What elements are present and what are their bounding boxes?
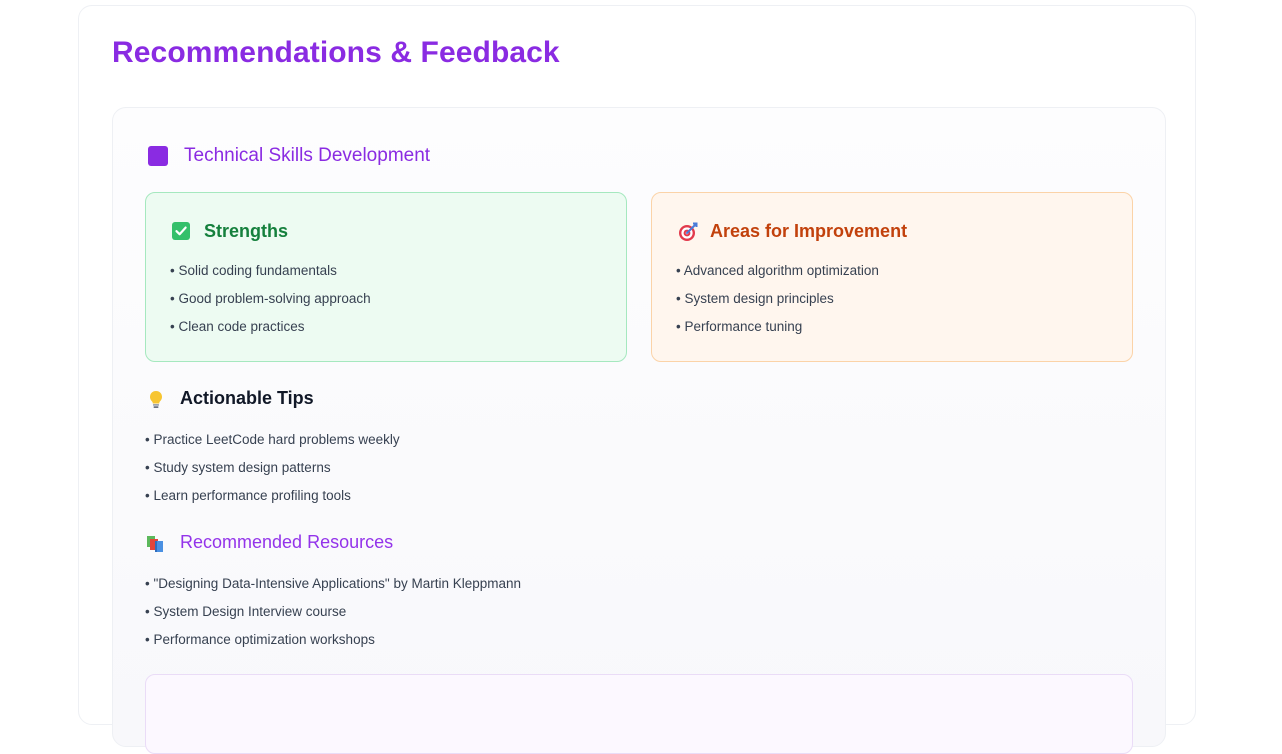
list-item: "Designing Data-Intensive Applications" …	[145, 570, 521, 598]
list-item: Advanced algorithm optimization	[676, 257, 879, 285]
resources-list: "Designing Data-Intensive Applications" …	[145, 570, 521, 654]
tips-title: Actionable Tips	[180, 388, 314, 408]
strengths-list: Solid coding fundamentals Good problem-s…	[170, 257, 371, 341]
improvement-title: Areas for Improvement	[710, 221, 908, 241]
strengths-header: Strengths	[172, 221, 288, 242]
tips-header: Actionable Tips	[146, 388, 314, 409]
strengths-title: Strengths	[204, 221, 289, 241]
list-item: Practice LeetCode hard problems weekly	[145, 426, 399, 454]
list-item: Performance tuning	[676, 313, 879, 341]
list-item: Good problem-solving approach	[170, 285, 370, 313]
resources-header: Recommended Resources	[146, 532, 393, 553]
list-item: Performance optimization workshops	[145, 626, 521, 654]
list-item: Study system design patterns	[145, 454, 400, 482]
check-icon	[172, 221, 192, 242]
strengths-card: Strengths Solid coding fundamentals Good…	[145, 192, 627, 362]
list-item: Learn performance profiling tools	[145, 482, 400, 510]
section-title: Technical Skills Development	[184, 145, 431, 166]
recommendations-panel: Recommendations & Feedback Technical Ski…	[78, 5, 1196, 754]
lightbulb-icon	[146, 389, 166, 409]
technical-skills-section: Technical Skills Development Strengths S…	[112, 107, 1166, 754]
list-item: System design principles	[676, 285, 879, 313]
resources-title: Recommended Resources	[180, 532, 394, 552]
improvement-header: Areas for Improvement	[678, 221, 907, 242]
square-icon	[148, 146, 168, 166]
target-icon	[678, 222, 698, 242]
books-icon	[146, 533, 166, 553]
list-item: Clean code practices	[170, 313, 371, 341]
list-item: Solid coding fundamentals	[170, 257, 371, 285]
next-section-card	[145, 674, 1133, 754]
section-header: Technical Skills Development	[148, 145, 430, 167]
improvement-card: Areas for Improvement Advanced algorithm…	[651, 192, 1133, 362]
page-title: Recommendations & Feedback	[112, 36, 560, 69]
tips-list: Practice LeetCode hard problems weekly S…	[145, 426, 400, 510]
improvement-list: Advanced algorithm optimization System d…	[676, 257, 879, 341]
list-item: System Design Interview course	[145, 598, 521, 626]
